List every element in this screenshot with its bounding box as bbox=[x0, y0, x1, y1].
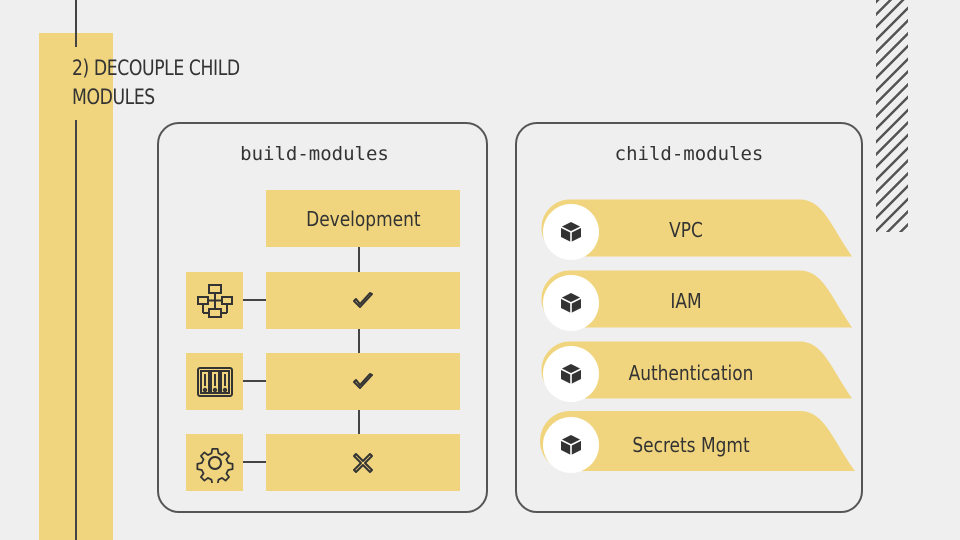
slide-title: 2) DECOUPLE CHILD MODULES bbox=[72, 54, 240, 112]
stage-3-fail bbox=[266, 434, 460, 491]
check-icon bbox=[353, 372, 373, 389]
build-modules-title: build-modules bbox=[240, 143, 389, 165]
stage-1-link bbox=[243, 299, 266, 301]
stage-2-icon-box bbox=[186, 353, 243, 410]
stage-development-label: Development bbox=[305, 206, 421, 231]
gear-icon bbox=[195, 447, 233, 483]
stage-1-pass bbox=[266, 272, 460, 329]
module-1-badge bbox=[543, 204, 599, 260]
workflow-icon bbox=[196, 283, 233, 318]
package-icon bbox=[560, 435, 582, 455]
module-tab-4 bbox=[540, 411, 855, 471]
module-1-label: VPC bbox=[669, 218, 703, 242]
stage-2-link bbox=[243, 380, 266, 382]
module-4-badge bbox=[543, 417, 599, 473]
stage-2-pass bbox=[266, 353, 460, 410]
package-icon bbox=[560, 364, 582, 384]
check-icon bbox=[353, 291, 373, 308]
pipeline-connector bbox=[358, 246, 360, 436]
stage-development: Development bbox=[266, 190, 460, 247]
module-3-label: Authentication bbox=[628, 361, 754, 385]
module-2-badge bbox=[543, 275, 599, 331]
stage-3-icon-box bbox=[186, 434, 243, 491]
stage-1-icon-box bbox=[186, 272, 243, 329]
hatch-decoration bbox=[876, 0, 908, 232]
decor-line-bottom bbox=[75, 120, 77, 540]
slide-title-line-1: 2) DECOUPLE CHILD bbox=[72, 56, 240, 80]
module-stack bbox=[538, 196, 855, 471]
server-rack-icon bbox=[196, 366, 233, 397]
slide-title-line-2: MODULES bbox=[72, 85, 155, 109]
package-icon bbox=[560, 293, 582, 313]
cross-icon bbox=[353, 452, 373, 473]
module-3-badge bbox=[543, 346, 599, 402]
stage-3-link bbox=[243, 461, 266, 463]
decor-line-top bbox=[75, 0, 77, 47]
package-icon bbox=[560, 222, 582, 242]
module-2-label: IAM bbox=[670, 289, 702, 313]
child-modules-title: child-modules bbox=[614, 143, 764, 165]
module-4-label: Secrets Mgmt bbox=[632, 433, 750, 457]
